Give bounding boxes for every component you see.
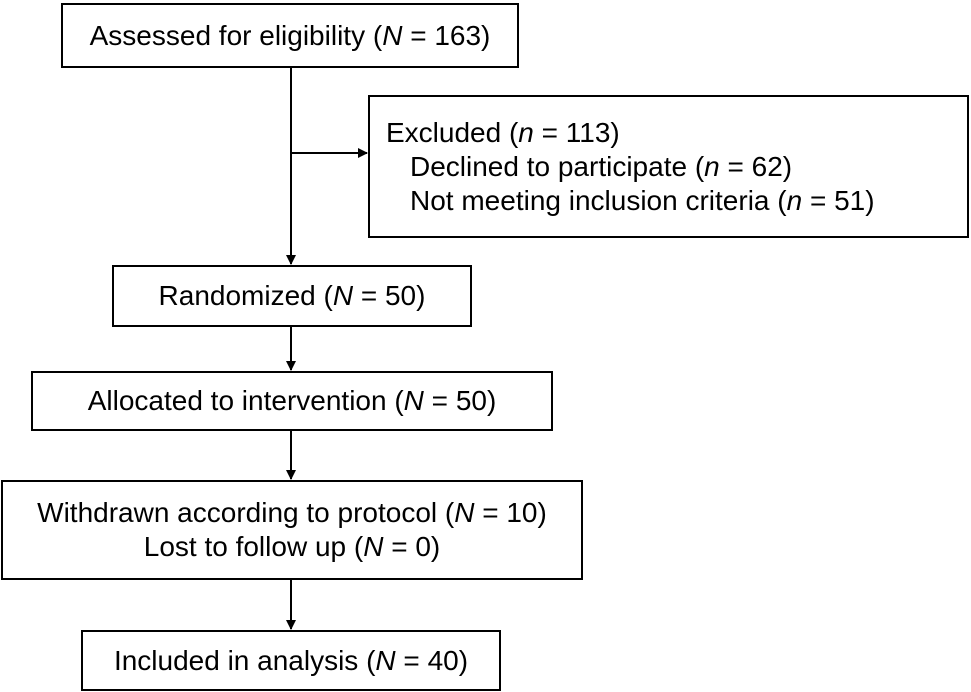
excluded-title-label: Excluded ( — [386, 116, 519, 148]
excluded-reason-label: Declined to participate ( — [410, 150, 705, 182]
randomized-text: Randomized (N = 50) — [159, 279, 426, 313]
lost-to-follow-up-stat-value: = 0) — [383, 531, 441, 562]
allocated-stat-value: = 50) — [423, 385, 497, 416]
allocated-stat-symbol: N — [403, 385, 424, 416]
allocated-box: Allocated to intervention (N = 50) — [31, 371, 553, 431]
randomized-stat-value: = 50) — [353, 280, 426, 311]
randomized-stat-symbol: N — [332, 280, 354, 311]
allocated-label: Allocated to intervention ( — [87, 385, 404, 416]
assessed-stat-value: = 163) — [402, 19, 491, 51]
assessed-stat-symbol: N — [382, 19, 403, 51]
withdrawn-line: Withdrawn according to protocol (N = 10) — [37, 496, 547, 530]
excluded-title-stat-symbol: n — [518, 116, 534, 148]
excluded-title: Excluded (n = 113) — [386, 116, 967, 150]
excluded-reason-stat-value: = 51) — [802, 184, 875, 216]
assessed-box: Assessed for eligibility (N = 163) — [61, 3, 519, 68]
withdrawn-label: Withdrawn according to protocol ( — [37, 497, 455, 528]
withdrawn-box: Withdrawn according to protocol (N = 10)… — [1, 480, 583, 580]
assessed-text: Assessed for eligibility (N = 163) — [90, 19, 491, 53]
assessed-label: Assessed for eligibility ( — [89, 19, 383, 51]
excluded-reason: Declined to participate (n = 62) — [386, 150, 967, 184]
excluded-title-stat-value: = 113) — [533, 116, 620, 148]
lost-to-follow-up-line: Lost to follow up (N = 0) — [144, 530, 441, 564]
included-stat-value: = 40) — [395, 644, 469, 676]
withdrawn-stat-value: = 10) — [474, 497, 547, 528]
excluded-box: Excluded (n = 113) Declined to participa… — [368, 95, 969, 238]
included-label: Included in analysis ( — [113, 644, 376, 676]
lost-to-follow-up-label: Lost to follow up ( — [143, 531, 364, 562]
excluded-reason: Not meeting inclusion criteria (n = 51) — [386, 184, 967, 218]
withdrawn-stat-symbol: N — [454, 497, 475, 528]
excluded-reason-label: Not meeting inclusion criteria ( — [410, 184, 787, 216]
lost-to-follow-up-stat-symbol: N — [363, 531, 384, 562]
excluded-reason-stat-symbol: n — [704, 150, 720, 182]
randomized-box: Randomized (N = 50) — [112, 265, 472, 327]
excluded-reason-stat-value: = 62) — [719, 150, 793, 182]
excluded-reason-stat-symbol: n — [786, 184, 803, 216]
included-stat-symbol: N — [375, 644, 396, 676]
allocated-text: Allocated to intervention (N = 50) — [88, 384, 497, 418]
included-box: Included in analysis (N = 40) — [81, 630, 501, 691]
randomized-label: Randomized ( — [158, 280, 333, 311]
included-text: Included in analysis (N = 40) — [114, 644, 468, 678]
